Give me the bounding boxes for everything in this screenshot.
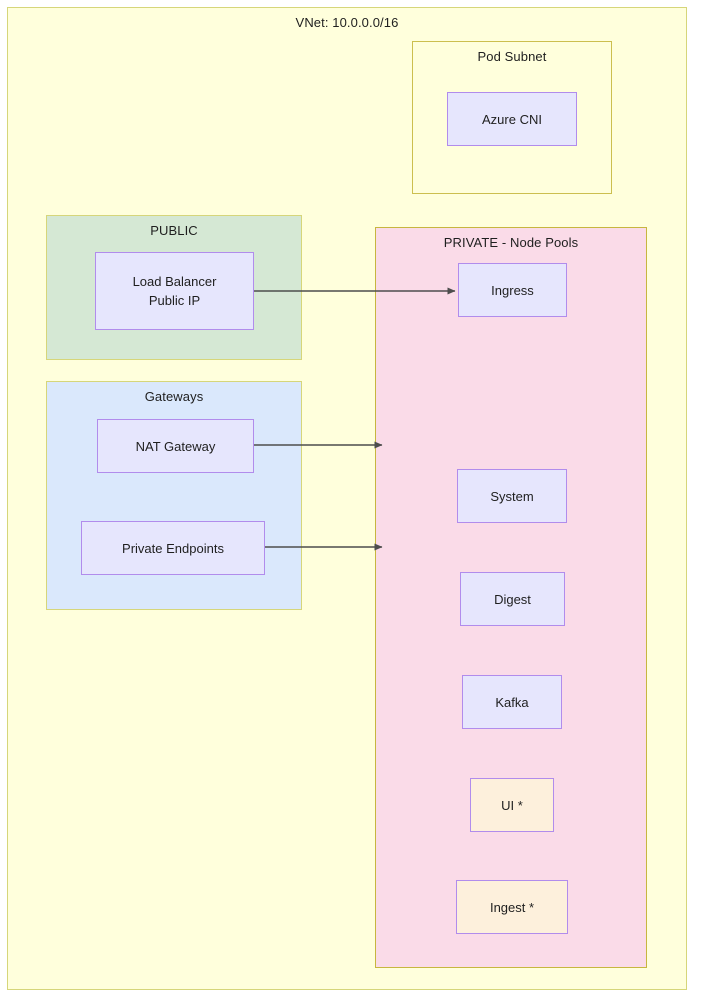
public-zone-title: PUBLIC [150, 223, 198, 238]
pod-subnet-container[interactable]: Pod Subnet [412, 41, 612, 194]
vnet-title: VNet: 10.0.0.0/16 [295, 15, 399, 30]
node-system[interactable]: System [457, 469, 567, 523]
node-system-label: System [490, 488, 534, 504]
node-load-balancer[interactable]: Load Balancer Public IP [95, 252, 254, 330]
node-kafka-label: Kafka [495, 694, 529, 710]
node-nat-gateway-label: NAT Gateway [135, 438, 216, 454]
node-private-endpoints-label: Private Endpoints [122, 540, 224, 556]
node-private-endpoints[interactable]: Private Endpoints [81, 521, 265, 575]
node-azure-cni[interactable]: Azure CNI [447, 92, 577, 146]
node-digest-label: Digest [494, 591, 531, 607]
node-digest[interactable]: Digest [460, 572, 565, 626]
private-node-pools-title: PRIVATE - Node Pools [443, 235, 579, 250]
node-kafka[interactable]: Kafka [462, 675, 562, 729]
node-ingest[interactable]: Ingest * [456, 880, 568, 934]
node-nat-gateway[interactable]: NAT Gateway [97, 419, 254, 473]
gateways-zone-title: Gateways [144, 389, 204, 404]
node-ingress[interactable]: Ingress [458, 263, 567, 317]
node-ui[interactable]: UI * [470, 778, 554, 832]
pod-subnet-title: Pod Subnet [477, 49, 547, 64]
node-azure-cni-label: Azure CNI [482, 111, 542, 127]
node-ingest-label: Ingest * [489, 899, 535, 915]
node-load-balancer-label: Load Balancer Public IP [132, 274, 217, 308]
gateways-zone-container[interactable]: Gateways [46, 381, 302, 610]
node-ui-label: UI * [501, 797, 523, 813]
node-ingress-label: Ingress [491, 282, 534, 298]
